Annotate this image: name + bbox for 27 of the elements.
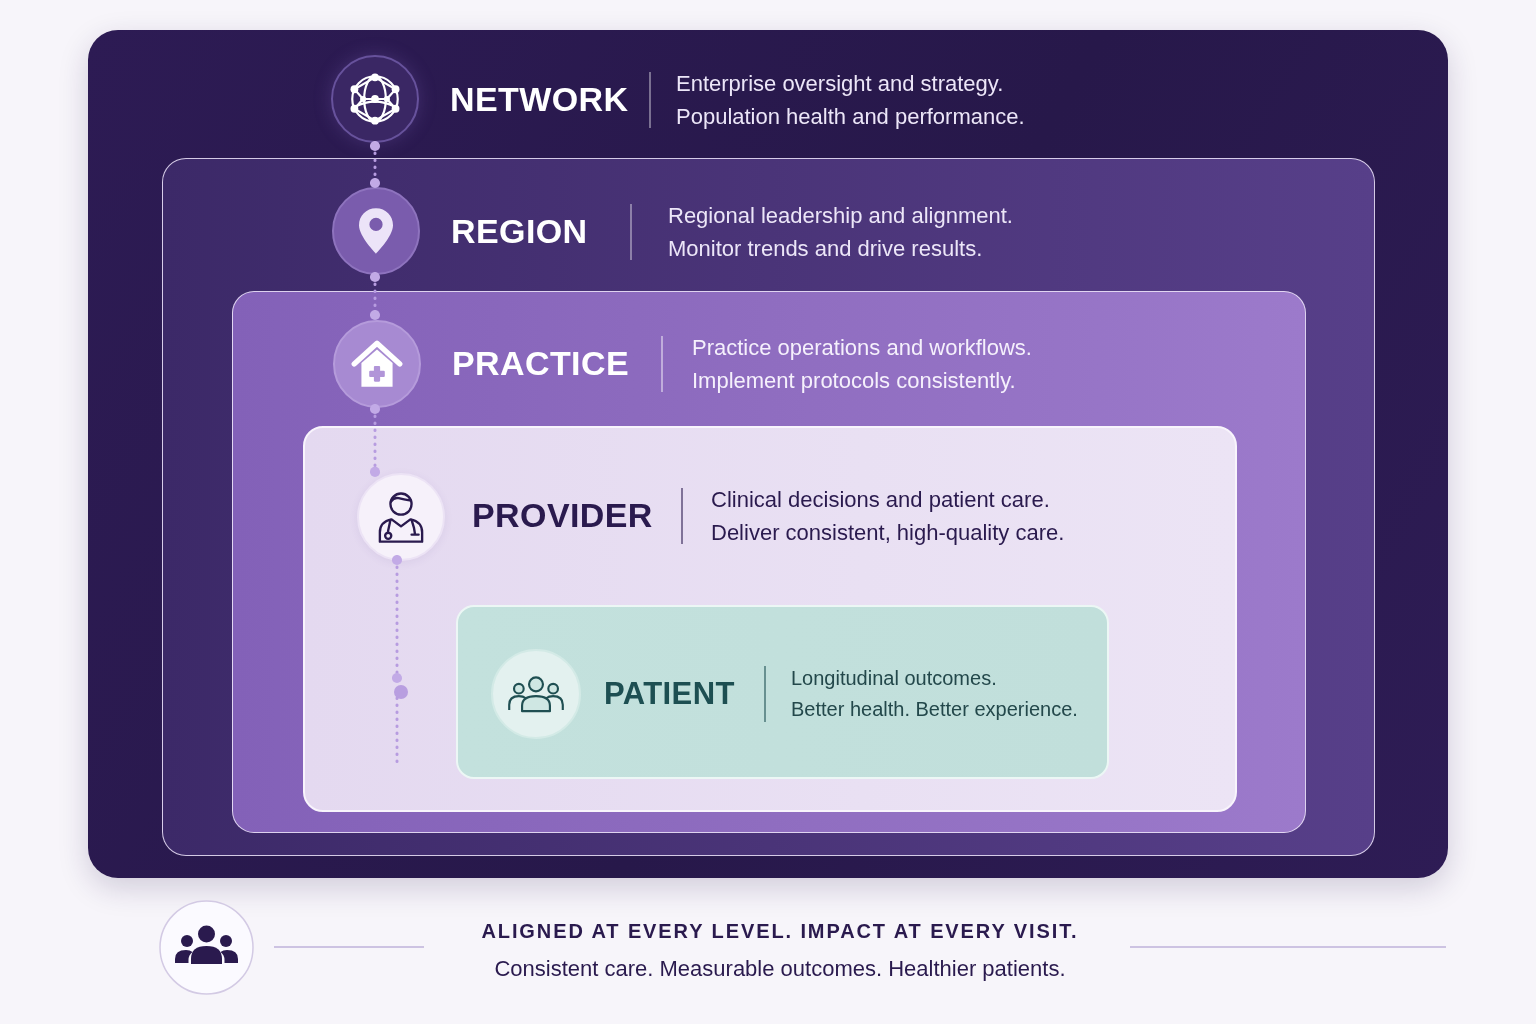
- level-panel: [162, 158, 1375, 856]
- level-description: Longitudinal outcomes.: [791, 666, 998, 691]
- level-description: Implement protocols consistently.: [692, 367, 1017, 395]
- timeline-dot: [394, 685, 408, 699]
- dotted-connector: [369, 271, 381, 321]
- summary-text: Consistent care. Measurable outcomes. Healthier patients.: [494, 955, 1066, 983]
- tagline: ALIGNED AT EVERY LEVEL. IMPACT AT EVERY VISIT.: [481, 919, 1079, 944]
- level-panel: [232, 291, 1306, 833]
- level-panel: [88, 30, 1448, 878]
- dotted-connector: [369, 403, 381, 477]
- level-description: Monitor trends and drive results.: [668, 235, 984, 263]
- level-description: Population health and performance.: [676, 103, 1025, 131]
- level-description: Practice operations and workflows.: [692, 334, 1032, 362]
- level-heading: REGION: [451, 212, 588, 252]
- level-heading: PROVIDER: [472, 496, 653, 536]
- level-description: Enterprise oversight and strategy.: [676, 70, 1005, 98]
- level-description: Better health. Better experience.: [791, 697, 1078, 722]
- level-heading: NETWORK: [450, 80, 629, 120]
- dotted-connector: [369, 140, 381, 189]
- level-panel: [303, 426, 1237, 812]
- dotted-connector: [391, 554, 403, 684]
- level-description: Clinical decisions and patient care.: [711, 486, 1051, 514]
- level-heading: PRACTICE: [452, 344, 629, 384]
- level-description: Regional leadership and alignment.: [668, 202, 1013, 230]
- level-heading: PATIENT: [604, 676, 735, 712]
- level-description: Deliver consistent, high-quality care.: [711, 519, 1065, 547]
- level-panel: [456, 605, 1109, 779]
